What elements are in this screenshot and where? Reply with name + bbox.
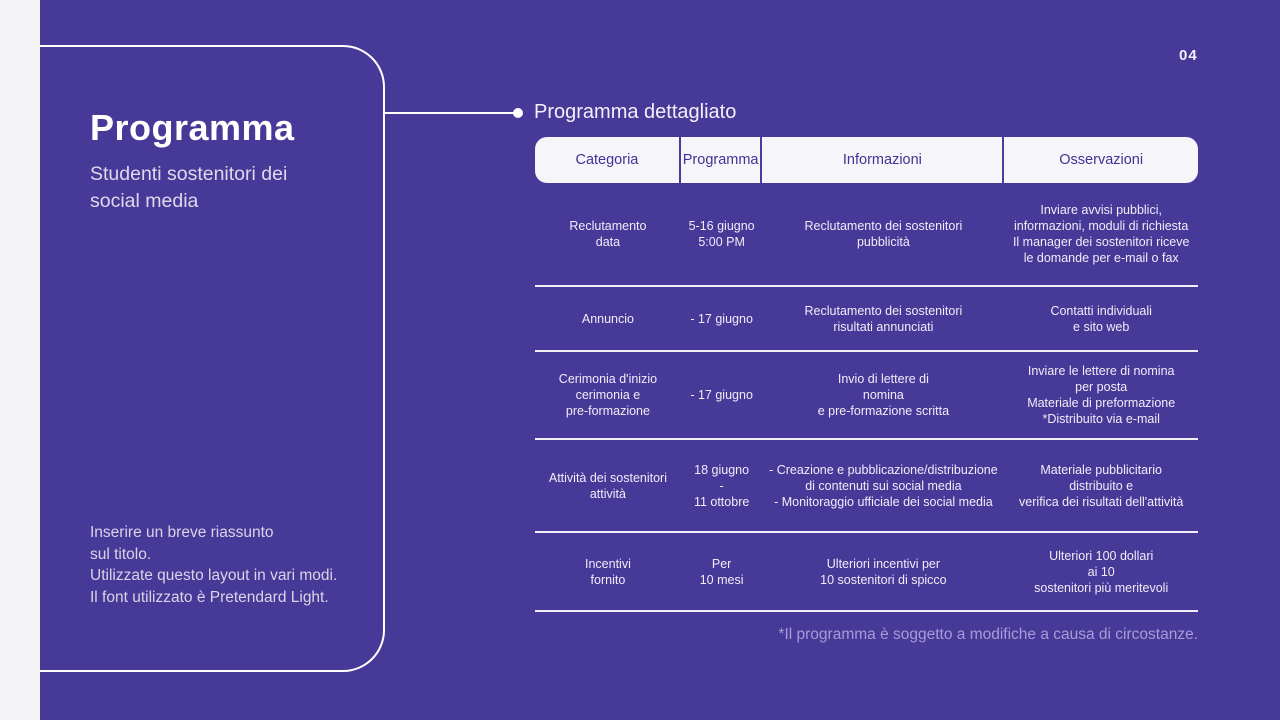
table-row: Reclutamento data 5-16 giugno 5:00 PM Re… bbox=[535, 183, 1198, 287]
cell-programma: 5-16 giugno 5:00 PM bbox=[688, 219, 755, 249]
cell-programma: - 17 giugno bbox=[690, 311, 753, 326]
cell-categoria: Cerimonia d'inizio cerimonia e pre-forma… bbox=[558, 372, 658, 418]
cell-categoria: Annuncio bbox=[581, 311, 634, 326]
title-panel: Programma Studenti sostenitori dei socia… bbox=[40, 45, 385, 672]
section-heading: Programma dettagliato bbox=[534, 101, 737, 123]
column-header-programma: Programma bbox=[681, 137, 763, 183]
cell-osservazioni: Inviare avvisi pubblici, informazioni, m… bbox=[1012, 203, 1190, 265]
column-header-informazioni: Informazioni bbox=[762, 137, 1005, 183]
cell-informazioni: Invio di lettere di nomina e pre-formazi… bbox=[817, 372, 950, 418]
table-row: Attività dei sostenitori attività 18 giu… bbox=[535, 440, 1198, 533]
table-header-row: Categoria Programma Informazioni Osserva… bbox=[535, 137, 1198, 183]
cell-osservazioni: Ulteriori 100 dollari ai 10 sostenitori … bbox=[1034, 548, 1169, 595]
connector-dot bbox=[513, 108, 523, 118]
cell-programma: 18 giugno - 11 ottobre bbox=[693, 462, 750, 509]
cell-programma: - 17 giugno bbox=[690, 388, 753, 402]
left-margin-strip bbox=[0, 0, 40, 720]
cell-programma: Per 10 mesi bbox=[699, 556, 744, 587]
table-footnote: *Il programma è soggetto a modifiche a c… bbox=[778, 626, 1198, 643]
connector-line bbox=[385, 112, 516, 114]
cell-categoria: Incentivi fornito bbox=[585, 556, 631, 587]
panel-note: Inserire un breve riassunto sul titolo. … bbox=[90, 524, 338, 606]
cell-osservazioni: Contatti individuali e sito web bbox=[1050, 303, 1152, 334]
cell-categoria: Reclutamento data bbox=[569, 219, 647, 249]
table-row: Cerimonia d'inizio cerimonia e pre-forma… bbox=[535, 352, 1198, 440]
slide-subtitle: Studenti sostenitori dei social media bbox=[90, 163, 288, 212]
column-header-categoria: Categoria bbox=[535, 137, 681, 183]
page-number: 04 bbox=[1179, 47, 1198, 64]
cell-categoria: Attività dei sostenitori attività bbox=[548, 470, 667, 501]
schedule-table: Categoria Programma Informazioni Osserva… bbox=[535, 137, 1198, 612]
table-row: Annuncio - 17 giugno Reclutamento dei so… bbox=[535, 287, 1198, 352]
cell-osservazioni: Materiale pubblicitario distribuito e ve… bbox=[1019, 462, 1184, 509]
slide-title: Programma bbox=[90, 107, 295, 148]
cell-informazioni: Reclutamento dei sostenitori pubblicità bbox=[804, 219, 963, 249]
column-header-osservazioni: Osservazioni bbox=[1059, 152, 1144, 168]
cell-informazioni: - Creazione e pubblicazione/distribuzion… bbox=[769, 462, 998, 509]
table-row: Incentivi fornito Per 10 mesi Ulteriori … bbox=[535, 533, 1198, 612]
cell-informazioni: Reclutamento dei sostenitori risultati a… bbox=[804, 303, 963, 334]
cell-osservazioni: Inviare le lettere di nomina per posta M… bbox=[1027, 364, 1176, 426]
cell-informazioni: Ulteriori incentivi per 10 sostenitori d… bbox=[820, 556, 947, 587]
